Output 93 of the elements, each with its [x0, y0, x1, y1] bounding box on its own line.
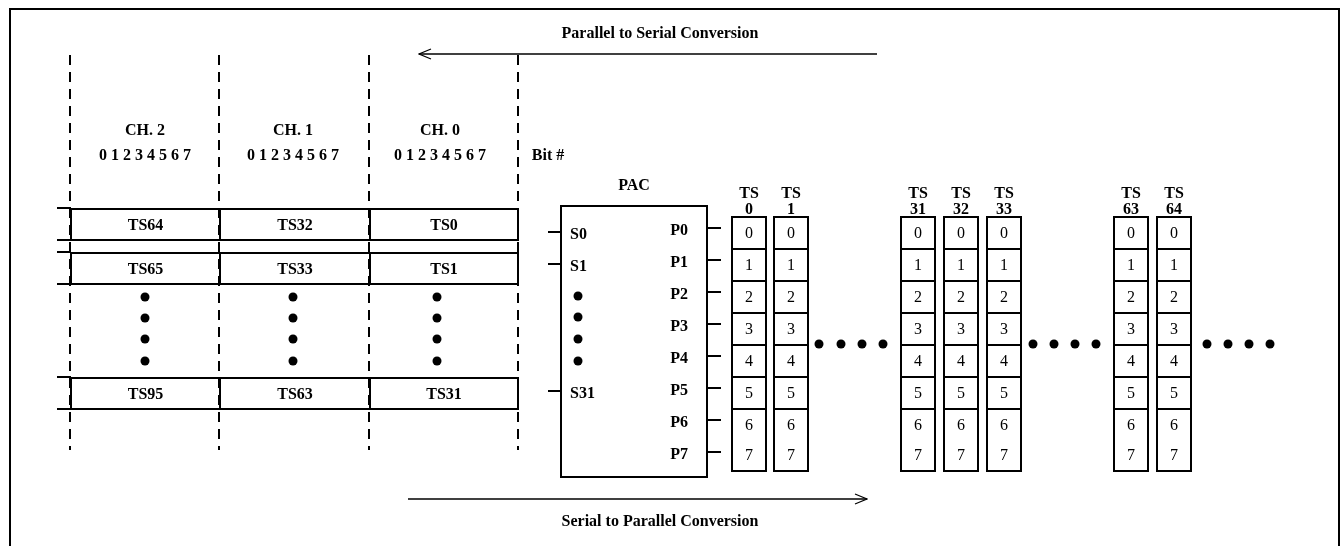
- pin-label: P3: [670, 317, 688, 335]
- bit-cell: 6: [988, 410, 1020, 440]
- bit-cell: 1: [902, 250, 934, 282]
- bit-cell: 6: [1158, 410, 1190, 440]
- timeslot-cell: TS1: [369, 252, 519, 285]
- column-heading: TS 31: [907, 185, 929, 217]
- bit-cell: 7: [775, 440, 807, 470]
- bit-cell: 1: [988, 250, 1020, 282]
- timeslot-cell: TS32: [219, 208, 369, 241]
- bit-cell: 0: [1158, 218, 1190, 250]
- bit-cell: 3: [1115, 314, 1147, 346]
- bit-cell: 3: [988, 314, 1020, 346]
- bit-cell: 4: [1158, 346, 1190, 378]
- bit-cell: 7: [945, 440, 977, 470]
- column-heading: TS 0: [738, 185, 760, 217]
- bit-cell: 2: [902, 282, 934, 314]
- bit-cell: 6: [1115, 410, 1147, 440]
- bit-cell: 2: [988, 282, 1020, 314]
- direction-label: Serial to Parallel Conversion: [561, 512, 759, 530]
- bit-cell: 3: [945, 314, 977, 346]
- bit-cell: 1: [775, 250, 807, 282]
- axis-label: Bit #: [531, 146, 565, 164]
- bit-cell: 0: [945, 218, 977, 250]
- timeslot-cell: TS0: [369, 208, 519, 241]
- bit-cell: 3: [775, 314, 807, 346]
- bit-cell: 1: [1115, 250, 1147, 282]
- bit-cell: 0: [733, 218, 765, 250]
- pin-label: S31: [570, 384, 595, 402]
- bit-cell: 7: [988, 440, 1020, 470]
- pin-label: P4: [670, 349, 688, 367]
- bit-cell: 5: [988, 378, 1020, 410]
- bit-cell: 7: [1158, 440, 1190, 470]
- bit-cell: 6: [902, 410, 934, 440]
- bit-cell: 2: [1115, 282, 1147, 314]
- channel-heading: CH. 1: [273, 121, 313, 139]
- timeslot-cell: TS65: [70, 252, 219, 285]
- box-heading: PAC: [618, 176, 650, 194]
- bit-cell: 5: [1158, 378, 1190, 410]
- timeslot-cell: TS63: [219, 377, 369, 410]
- pin-label: P7: [670, 445, 688, 463]
- bit-cell: 2: [945, 282, 977, 314]
- bit-cell: 6: [775, 410, 807, 440]
- pin-label: P0: [670, 221, 688, 239]
- bit-cell: 2: [775, 282, 807, 314]
- column-heading: TS 1: [780, 185, 802, 217]
- bit-cell: 4: [733, 346, 765, 378]
- pin-label: P6: [670, 413, 688, 431]
- timeslot-cell: TS33: [219, 252, 369, 285]
- bit-cell: 7: [733, 440, 765, 470]
- bit-cell: 0: [902, 218, 934, 250]
- bit-cell: 7: [1115, 440, 1147, 470]
- bit-cell: 5: [1115, 378, 1147, 410]
- direction-label: Parallel to Serial Conversion: [561, 24, 759, 42]
- bit-cell: 5: [775, 378, 807, 410]
- pin-label: P2: [670, 285, 688, 303]
- column-heading: TS 64: [1163, 185, 1185, 217]
- bit-cell: 4: [1115, 346, 1147, 378]
- bit-numbers: 0 1 2 3 4 5 6 7: [247, 146, 339, 164]
- bit-cell: 7: [902, 440, 934, 470]
- pin-label: P5: [670, 381, 688, 399]
- bit-cell: 5: [945, 378, 977, 410]
- channel-heading: CH. 0: [420, 121, 460, 139]
- bit-cell: 0: [988, 218, 1020, 250]
- bit-cell: 3: [1158, 314, 1190, 346]
- bit-cell: 1: [1158, 250, 1190, 282]
- bit-cell: 5: [733, 378, 765, 410]
- bit-cell: 1: [733, 250, 765, 282]
- column-heading: TS 33: [993, 185, 1015, 217]
- bit-cell: 5: [902, 378, 934, 410]
- column-heading: TS 63: [1120, 185, 1142, 217]
- bit-cell: 2: [1158, 282, 1190, 314]
- timeslot-cell: TS95: [70, 377, 219, 410]
- channel-heading: CH. 2: [125, 121, 165, 139]
- bit-cell: 2: [733, 282, 765, 314]
- bit-cell: 4: [945, 346, 977, 378]
- bit-numbers: 0 1 2 3 4 5 6 7: [99, 146, 191, 164]
- pin-label: P1: [670, 253, 688, 271]
- bit-cell: 3: [733, 314, 765, 346]
- bit-cell: 1: [945, 250, 977, 282]
- bit-cell: 6: [733, 410, 765, 440]
- bit-cell: 4: [902, 346, 934, 378]
- timeslot-cell: TS31: [369, 377, 519, 410]
- bit-cell: 4: [988, 346, 1020, 378]
- pin-label: S0: [570, 225, 587, 243]
- bit-cell: 0: [1115, 218, 1147, 250]
- bit-cell: 6: [945, 410, 977, 440]
- bit-numbers: 0 1 2 3 4 5 6 7: [394, 146, 486, 164]
- bit-cell: 4: [775, 346, 807, 378]
- bit-cell: 0: [775, 218, 807, 250]
- pin-label: S1: [570, 257, 587, 275]
- bit-cell: 3: [902, 314, 934, 346]
- column-heading: TS 32: [950, 185, 972, 217]
- timeslot-cell: TS64: [70, 208, 219, 241]
